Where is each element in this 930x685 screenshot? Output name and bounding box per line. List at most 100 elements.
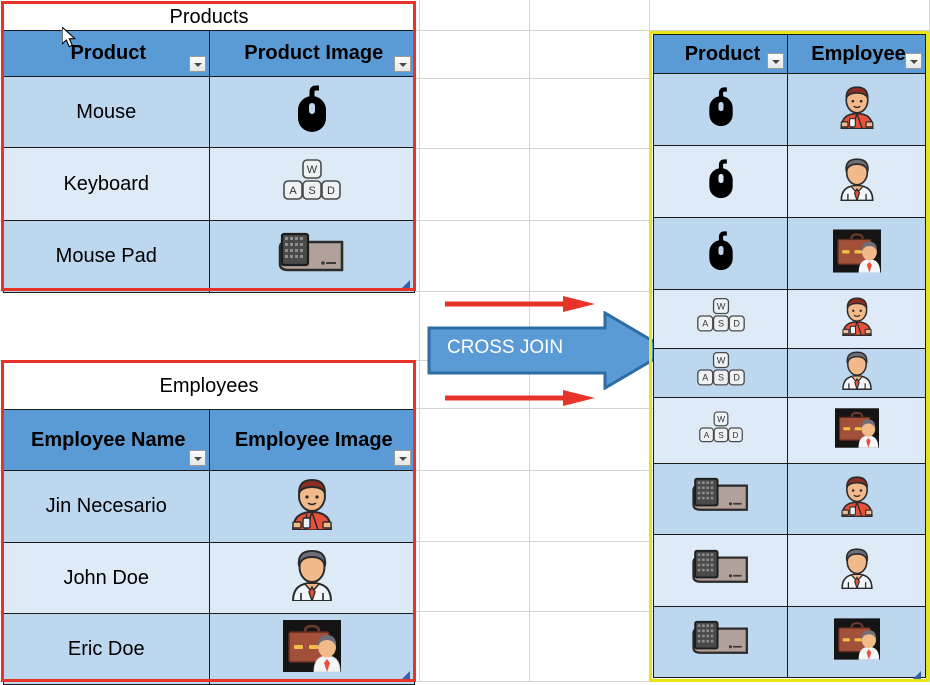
products-table: Products Product Product Image Mouse: [3, 3, 415, 293]
cell-employee-name: Jin Necesario: [3, 470, 210, 543]
employee-red-jacket-icon: [289, 478, 335, 531]
wasd-keys-icon: W A S D: [282, 157, 341, 205]
employee-red-jacket-icon: [838, 85, 876, 129]
svg-text:A: A: [703, 429, 709, 439]
cell-result-employee: [787, 73, 926, 146]
products-header-row: Product Product Image: [3, 30, 415, 77]
table-row[interactable]: [653, 145, 926, 218]
svg-text:S: S: [717, 319, 723, 329]
cell-product-name: Mouse Pad: [3, 220, 210, 293]
table-row[interactable]: John Doe: [3, 542, 415, 614]
column-header-employee-name[interactable]: Employee Name: [3, 409, 210, 471]
employee-briefcase-icon: [834, 407, 879, 448]
cell-product-image: [208, 220, 415, 293]
employee-briefcase-icon: [832, 228, 881, 273]
mouse-pad-icon: [690, 475, 752, 517]
employee-white-shirt-icon: [289, 549, 335, 604]
column-header-product[interactable]: Product: [3, 30, 210, 77]
gridline-horizontal: [0, 220, 930, 221]
svg-text:S: S: [308, 185, 315, 197]
employees-table-title: Employees: [3, 362, 415, 410]
employees-title-row: Employees: [3, 362, 415, 410]
employee-white-shirt-icon: [839, 547, 875, 590]
cell-result-product: [653, 145, 788, 218]
table-row[interactable]: Keyboard W A S D: [3, 147, 415, 221]
red-arrow-top: [445, 296, 595, 312]
column-header-result-product[interactable]: Product: [653, 34, 788, 74]
svg-text:W: W: [717, 413, 725, 423]
employee-red-jacket-icon: [840, 296, 874, 336]
svg-text:A: A: [702, 373, 709, 383]
computer-mouse-icon: [706, 86, 736, 128]
employee-briefcase-icon: [833, 618, 880, 660]
filter-dropdown-icon[interactable]: [394, 56, 411, 72]
result-table: Product Employee: [653, 34, 926, 678]
table-row[interactable]: [653, 463, 926, 535]
gridline-horizontal: [0, 541, 930, 542]
svg-text:D: D: [732, 429, 738, 439]
result-header-row: Product Employee: [653, 34, 926, 74]
table-row[interactable]: [653, 606, 926, 678]
filter-dropdown-icon[interactable]: [394, 450, 411, 466]
cell-result-employee: [787, 289, 926, 349]
table-row[interactable]: Jin Necesario: [3, 470, 415, 543]
red-arrow-bottom: [445, 390, 595, 406]
table-row[interactable]: Eric Doe: [3, 613, 415, 685]
table-row[interactable]: Mouse: [3, 76, 415, 148]
filter-dropdown-icon[interactable]: [905, 53, 922, 69]
employees-table-resize-handle[interactable]: [402, 671, 410, 679]
filter-dropdown-icon[interactable]: [188, 56, 206, 72]
svg-text:A: A: [289, 185, 297, 197]
products-table-resize-handle[interactable]: [402, 280, 410, 288]
gridline-horizontal: [0, 470, 930, 471]
employee-white-shirt-icon: [840, 350, 874, 391]
cross-join-arrow: [427, 311, 671, 390]
mouse-pad-icon: [690, 618, 752, 660]
cell-result-product: [653, 534, 788, 607]
column-header-label: Product: [684, 42, 761, 65]
svg-text:S: S: [718, 429, 724, 439]
result-table-resize-handle[interactable]: [913, 671, 921, 679]
gridline-horizontal: [0, 148, 930, 149]
cell-product-name: Keyboard: [3, 147, 210, 221]
gridline-horizontal: [0, 78, 930, 79]
svg-text:D: D: [327, 185, 335, 197]
employee-briefcase-icon: [282, 620, 341, 673]
filter-dropdown-icon[interactable]: [188, 450, 206, 466]
column-header-employee-image[interactable]: Employee Image: [208, 409, 415, 471]
cell-employee-name: John Doe: [3, 542, 210, 614]
computer-mouse-icon: [294, 84, 330, 134]
cell-result-employee: [787, 348, 926, 398]
computer-mouse-icon: [706, 230, 736, 272]
cell-employee-name: Eric Doe: [3, 613, 210, 685]
cell-result-employee: [787, 397, 926, 464]
products-table-title: Products: [3, 3, 415, 31]
computer-mouse-icon: [706, 158, 736, 200]
cell-result-employee: [787, 534, 926, 607]
products-title-row: Products: [3, 3, 415, 31]
filter-dropdown-icon[interactable]: [767, 53, 784, 69]
svg-text:D: D: [733, 373, 740, 383]
svg-text:W: W: [716, 301, 725, 311]
mouse-pad-icon: [276, 230, 348, 278]
table-row[interactable]: [653, 217, 926, 290]
table-row[interactable]: Mouse Pad: [3, 220, 415, 293]
column-header-result-employee[interactable]: Employee: [787, 34, 926, 74]
column-header-product-image[interactable]: Product Image: [208, 30, 415, 77]
table-row[interactable]: [653, 534, 926, 607]
column-header-label: Employee Image: [234, 428, 393, 451]
gridline-horizontal: [0, 611, 930, 612]
table-row[interactable]: [653, 73, 926, 146]
svg-text:D: D: [733, 319, 740, 329]
column-header-label: Product Image: [244, 42, 384, 64]
cross-join-label: CROSS JOIN: [447, 337, 564, 358]
